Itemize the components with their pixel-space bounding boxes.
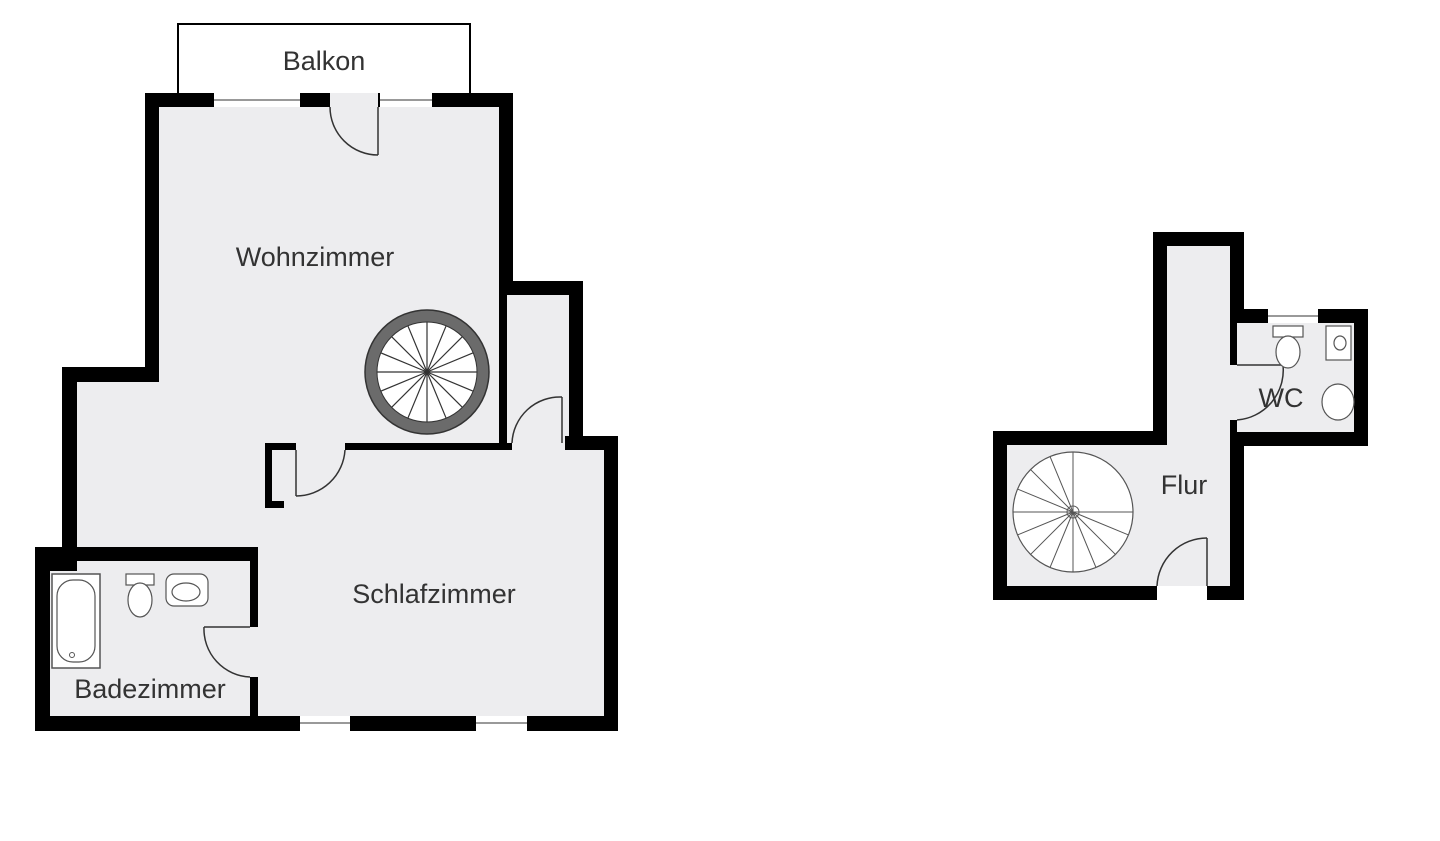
wall [345,443,512,450]
stair-step [407,371,428,419]
stair-step [426,371,463,408]
window [1268,309,1318,323]
room-label-wc: WC [1259,383,1304,413]
stair-step [426,371,447,419]
stair-step [426,371,474,392]
spiral-staircase [364,309,490,435]
window [214,93,527,731]
wall [499,281,507,450]
stair-step [407,325,428,373]
stair-step [1017,488,1074,513]
stair-step [1072,511,1116,555]
stair-step [426,325,447,373]
stair-step [380,352,428,373]
stair-step [1049,511,1074,568]
stair-step [1072,511,1097,568]
wall [265,501,284,508]
stair-step [391,371,428,408]
stair-step [391,336,428,373]
stair-step [1049,456,1074,513]
room-label-wohnzimmer: Wohnzimmer [236,242,395,272]
upper-floor: Flur WC [993,232,1368,600]
main-apartment: Balkon Wohnzimmer Schlafzimmer Badezimme… [35,23,618,731]
door [203,93,563,678]
wall [565,436,604,450]
wall [250,677,258,722]
stair-step [426,352,474,373]
wall [250,547,258,627]
toilet [125,573,155,618]
wall [265,443,272,508]
stair-step [1030,511,1074,555]
stair-step [380,371,428,392]
sink [1321,325,1355,421]
room-label-badezimmer: Badezimmer [74,674,226,704]
wall [265,443,296,450]
spiral-staircase [1012,451,1134,573]
room-label-balkon: Balkon [283,46,366,76]
floor-area [50,107,604,716]
stair-step [1072,511,1129,536]
door [1156,364,1285,600]
stair-step [1017,511,1074,536]
sink [165,573,209,607]
stair-step [1030,469,1074,513]
room-label-flur: Flur [1161,470,1208,500]
wall [35,547,258,561]
stair-step [426,336,463,373]
bathtub [51,573,101,669]
wall [1230,365,1237,420]
room-label-schlafzimmer: Schlafzimmer [352,579,516,609]
toilet [1272,325,1304,369]
balcony [177,23,471,101]
